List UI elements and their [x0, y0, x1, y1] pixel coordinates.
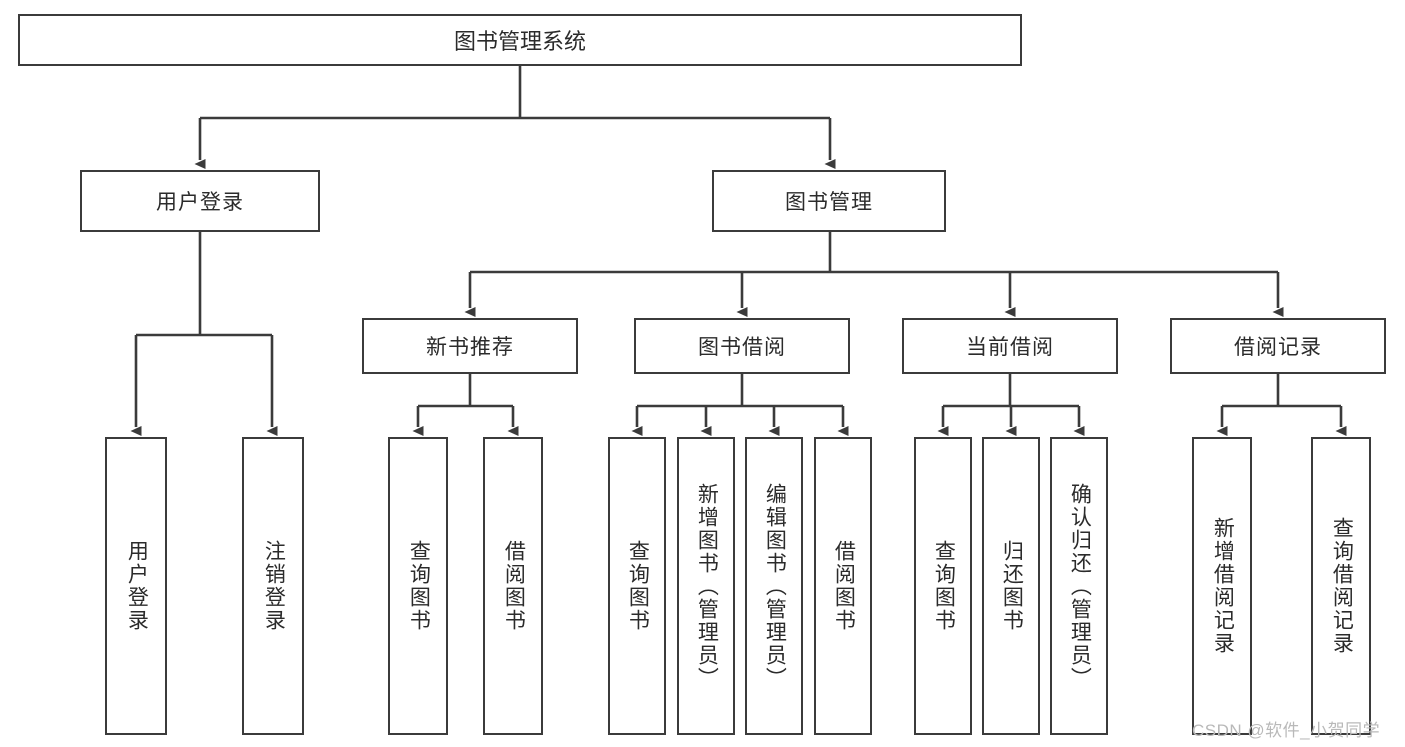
node-new-book-recommend-label: 新书推荐 [426, 336, 514, 359]
leaf-query-book-nbr[interactable]: 查询图书 [388, 437, 448, 735]
leaf-label: 归还图书 [1000, 540, 1024, 632]
leaf-label: 查询借阅记录 [1330, 517, 1354, 655]
leaf-label: 查询图书 [932, 540, 956, 632]
node-book-management-label: 图书管理 [785, 191, 873, 214]
leaf-logout[interactable]: 注销登录 [242, 437, 304, 735]
node-new-book-recommend[interactable]: 新书推荐 [362, 318, 578, 374]
leaf-user-login[interactable]: 用户登录 [105, 437, 167, 735]
leaf-label: 借阅图书 [832, 540, 856, 632]
leaf-label: 新增图书（管理员） [695, 482, 719, 690]
leaf-label: 用户登录 [125, 540, 149, 632]
leaf-return-book[interactable]: 归还图书 [982, 437, 1040, 735]
leaf-label: 查询图书 [407, 540, 431, 632]
leaf-add-borrow-record[interactable]: 新增借阅记录 [1192, 437, 1252, 735]
leaf-label: 确认归还（管理员） [1068, 482, 1092, 690]
leaf-query-book-cb[interactable]: 查询图书 [914, 437, 972, 735]
leaf-query-book-bb[interactable]: 查询图书 [608, 437, 666, 735]
node-borrow-record[interactable]: 借阅记录 [1170, 318, 1386, 374]
node-current-borrow[interactable]: 当前借阅 [902, 318, 1118, 374]
leaf-borrow-book-nbr[interactable]: 借阅图书 [483, 437, 543, 735]
leaf-confirm-return-admin[interactable]: 确认归还（管理员） [1050, 437, 1108, 735]
node-user-login[interactable]: 用户登录 [80, 170, 320, 232]
node-borrow-record-label: 借阅记录 [1234, 336, 1322, 359]
leaf-label: 编辑图书（管理员） [763, 482, 787, 690]
node-book-borrow[interactable]: 图书借阅 [634, 318, 850, 374]
leaf-label: 查询图书 [626, 540, 650, 632]
node-root[interactable]: 图书管理系统 [18, 14, 1022, 66]
leaf-add-book-admin[interactable]: 新增图书（管理员） [677, 437, 735, 735]
leaf-query-borrow-record[interactable]: 查询借阅记录 [1311, 437, 1371, 735]
leaf-borrow-book-bb[interactable]: 借阅图书 [814, 437, 872, 735]
node-root-label: 图书管理系统 [453, 29, 586, 54]
leaf-label: 新增借阅记录 [1211, 517, 1235, 655]
node-book-management[interactable]: 图书管理 [712, 170, 946, 232]
leaf-label: 借阅图书 [502, 540, 526, 632]
node-book-borrow-label: 图书借阅 [698, 336, 786, 359]
leaf-label: 注销登录 [262, 540, 286, 632]
leaf-edit-book-admin[interactable]: 编辑图书（管理员） [745, 437, 803, 735]
node-user-login-label: 用户登录 [156, 191, 244, 214]
node-current-borrow-label: 当前借阅 [966, 336, 1054, 359]
